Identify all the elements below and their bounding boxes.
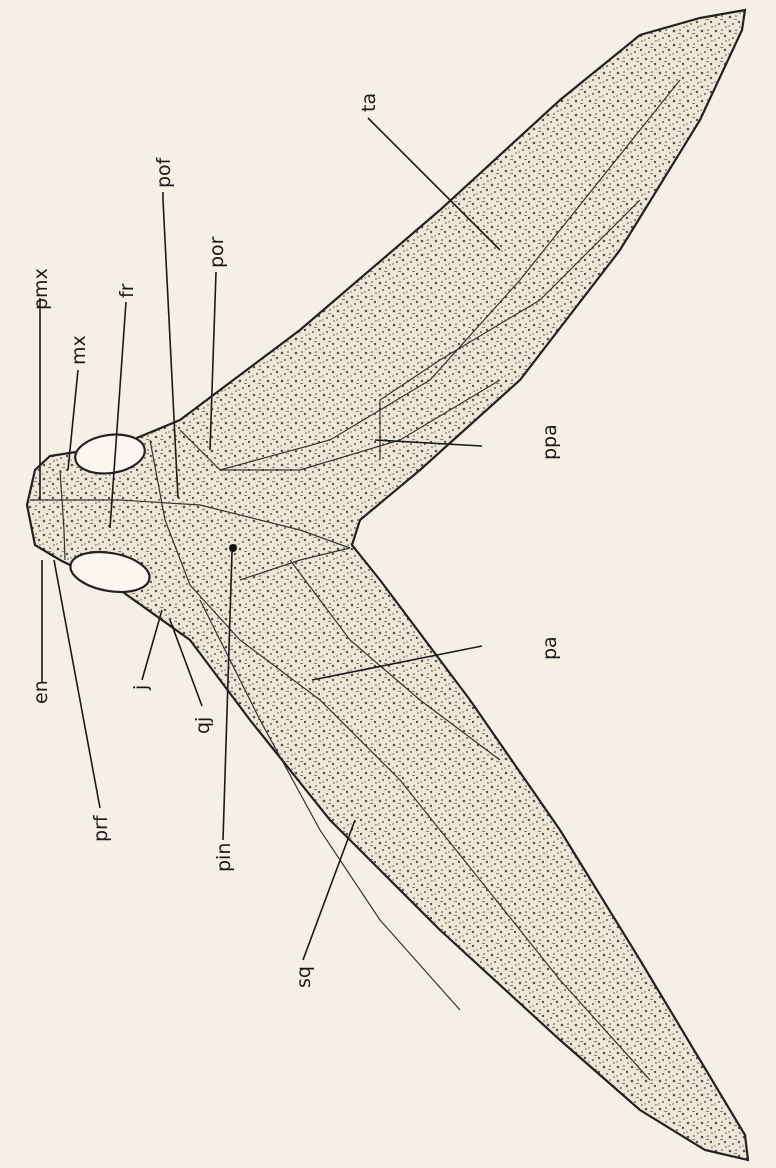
- label-prf: prf: [90, 814, 112, 842]
- pineal-foramen: [229, 544, 237, 552]
- label-mx: mx: [68, 335, 90, 365]
- label-sq: sq: [293, 966, 315, 988]
- label-pin: pin: [213, 843, 235, 872]
- label-por: por: [206, 236, 228, 268]
- label-ppa: ppa: [539, 424, 561, 460]
- label-pmx: pmx: [30, 268, 52, 310]
- label-qj: qj: [192, 717, 214, 734]
- label-j: j: [130, 685, 152, 691]
- label-pa: pa: [539, 636, 561, 660]
- label-ta: ta: [358, 93, 380, 112]
- label-en: en: [30, 680, 52, 704]
- label-pof: pof: [153, 156, 175, 188]
- label-fr: fr: [116, 283, 138, 298]
